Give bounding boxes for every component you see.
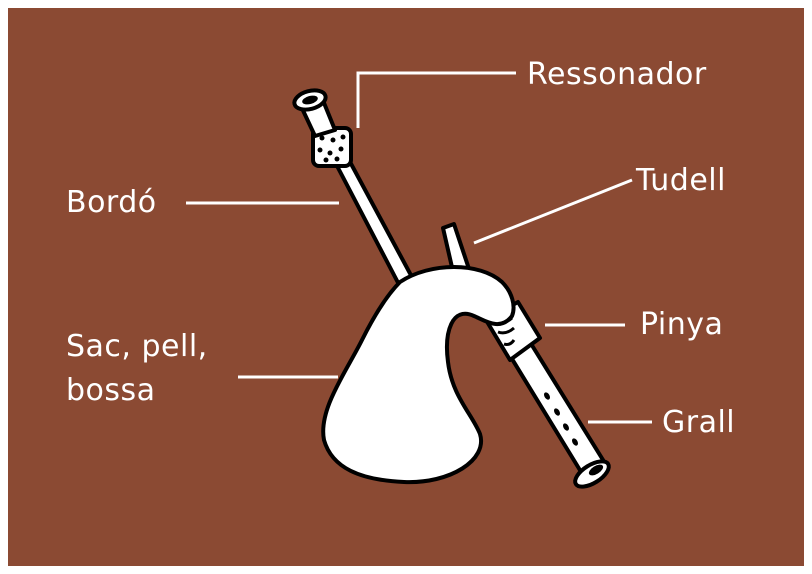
pinya-label: Pinya <box>640 307 723 342</box>
bordo-label: Bordó <box>66 185 157 220</box>
tudell-leader <box>474 180 632 243</box>
grall-label: Grall <box>662 405 735 440</box>
sac-label-line1: Sac, pell, <box>66 329 208 364</box>
ressonador-leader <box>358 73 516 128</box>
sac-label-line2: bossa <box>66 373 156 408</box>
ressonador-label: Ressonador <box>527 57 707 92</box>
tudell-label: Tudell <box>635 163 726 198</box>
bag <box>323 267 513 482</box>
